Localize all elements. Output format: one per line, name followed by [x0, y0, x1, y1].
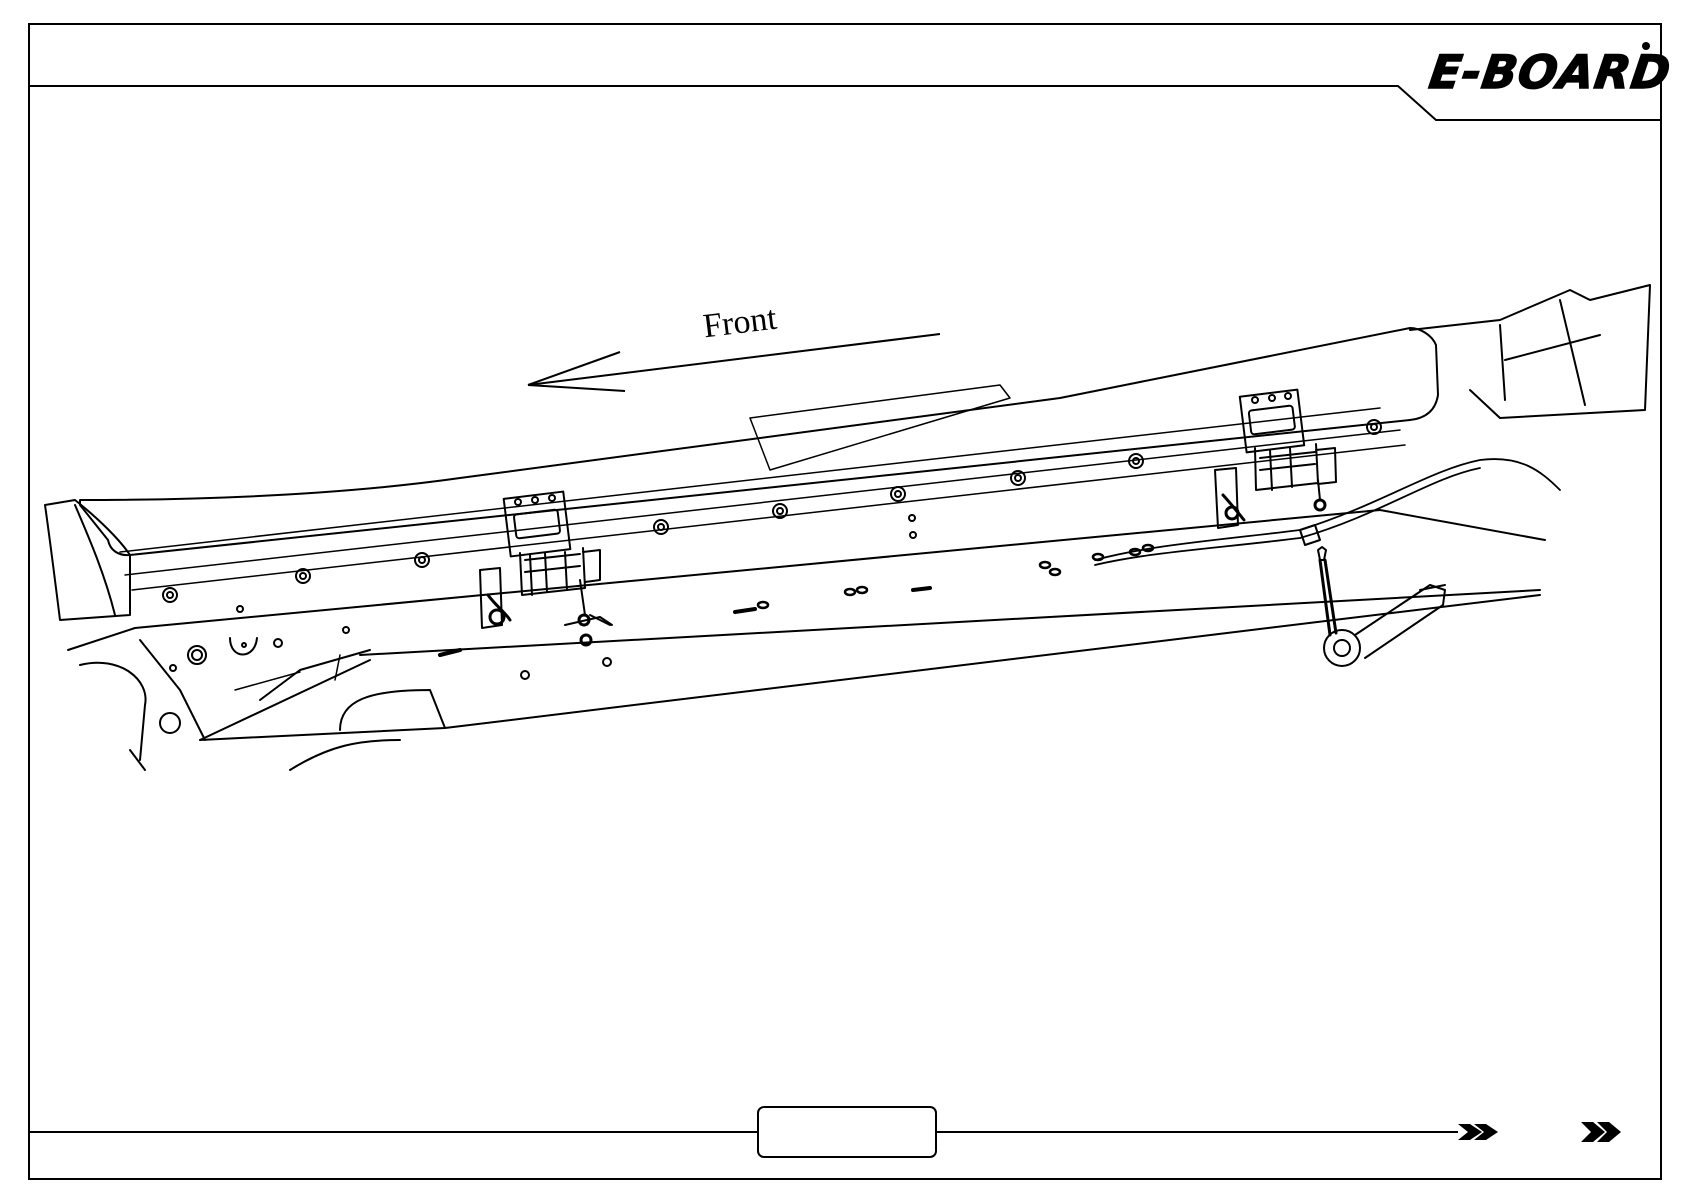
registered-mark: [1642, 42, 1650, 50]
front-bracket: [480, 492, 612, 645]
running-board-illustration: [45, 285, 1650, 770]
last-page-icon[interactable]: [1581, 1122, 1621, 1142]
ratchet-wrench: [1318, 547, 1445, 666]
rear-bracket: [1215, 390, 1336, 528]
front-direction-arrow: [528, 334, 940, 391]
page-number-box: [758, 1107, 936, 1157]
front-label: Front: [701, 300, 779, 346]
page-frame: [29, 24, 1661, 1179]
next-page-icon[interactable]: [1458, 1124, 1498, 1140]
brand-logo: E-BOARD: [1426, 42, 1674, 99]
logo-text: E-BOARD: [1426, 45, 1674, 99]
